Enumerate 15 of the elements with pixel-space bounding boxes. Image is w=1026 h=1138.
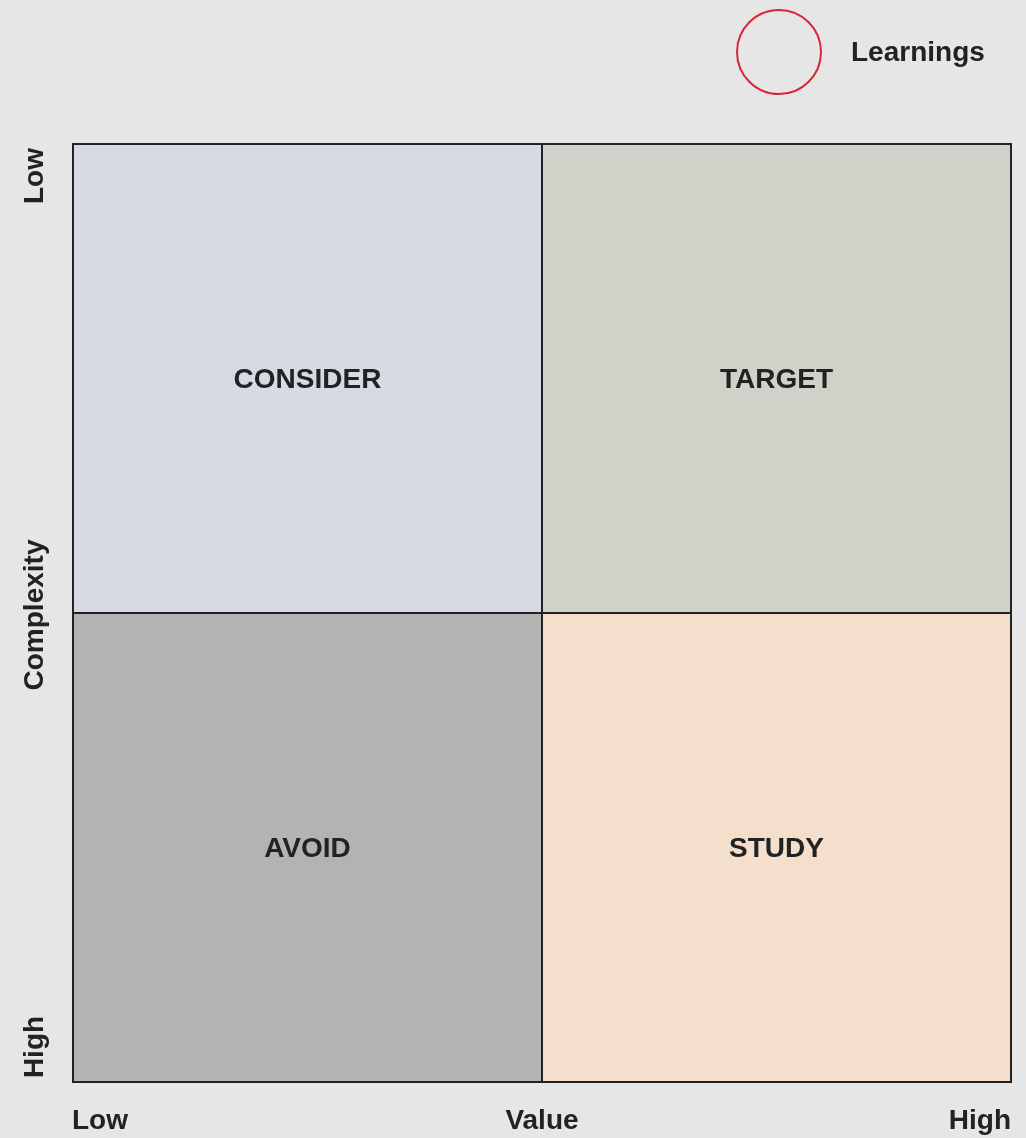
quadrant-label: AVOID	[264, 830, 351, 865]
x-axis-label: Value	[505, 1106, 579, 1134]
legend-label: Learnings	[851, 35, 985, 69]
quadrant-label: CONSIDER	[233, 361, 382, 396]
quadrant-label: STUDY	[729, 830, 824, 865]
quadrant-box	[541, 143, 1012, 614]
y-axis-label: Low	[20, 148, 48, 204]
y-axis-label: High	[20, 1015, 48, 1079]
quadrant-box	[541, 612, 1012, 1083]
quadrant-label: TARGET	[720, 361, 833, 396]
y-axis-label: Complexity	[20, 539, 48, 691]
quadrant-box	[72, 143, 543, 614]
quadrant-box	[72, 612, 543, 1083]
x-axis-label: High	[948, 1106, 1011, 1134]
x-axis-label: Low	[72, 1106, 128, 1134]
